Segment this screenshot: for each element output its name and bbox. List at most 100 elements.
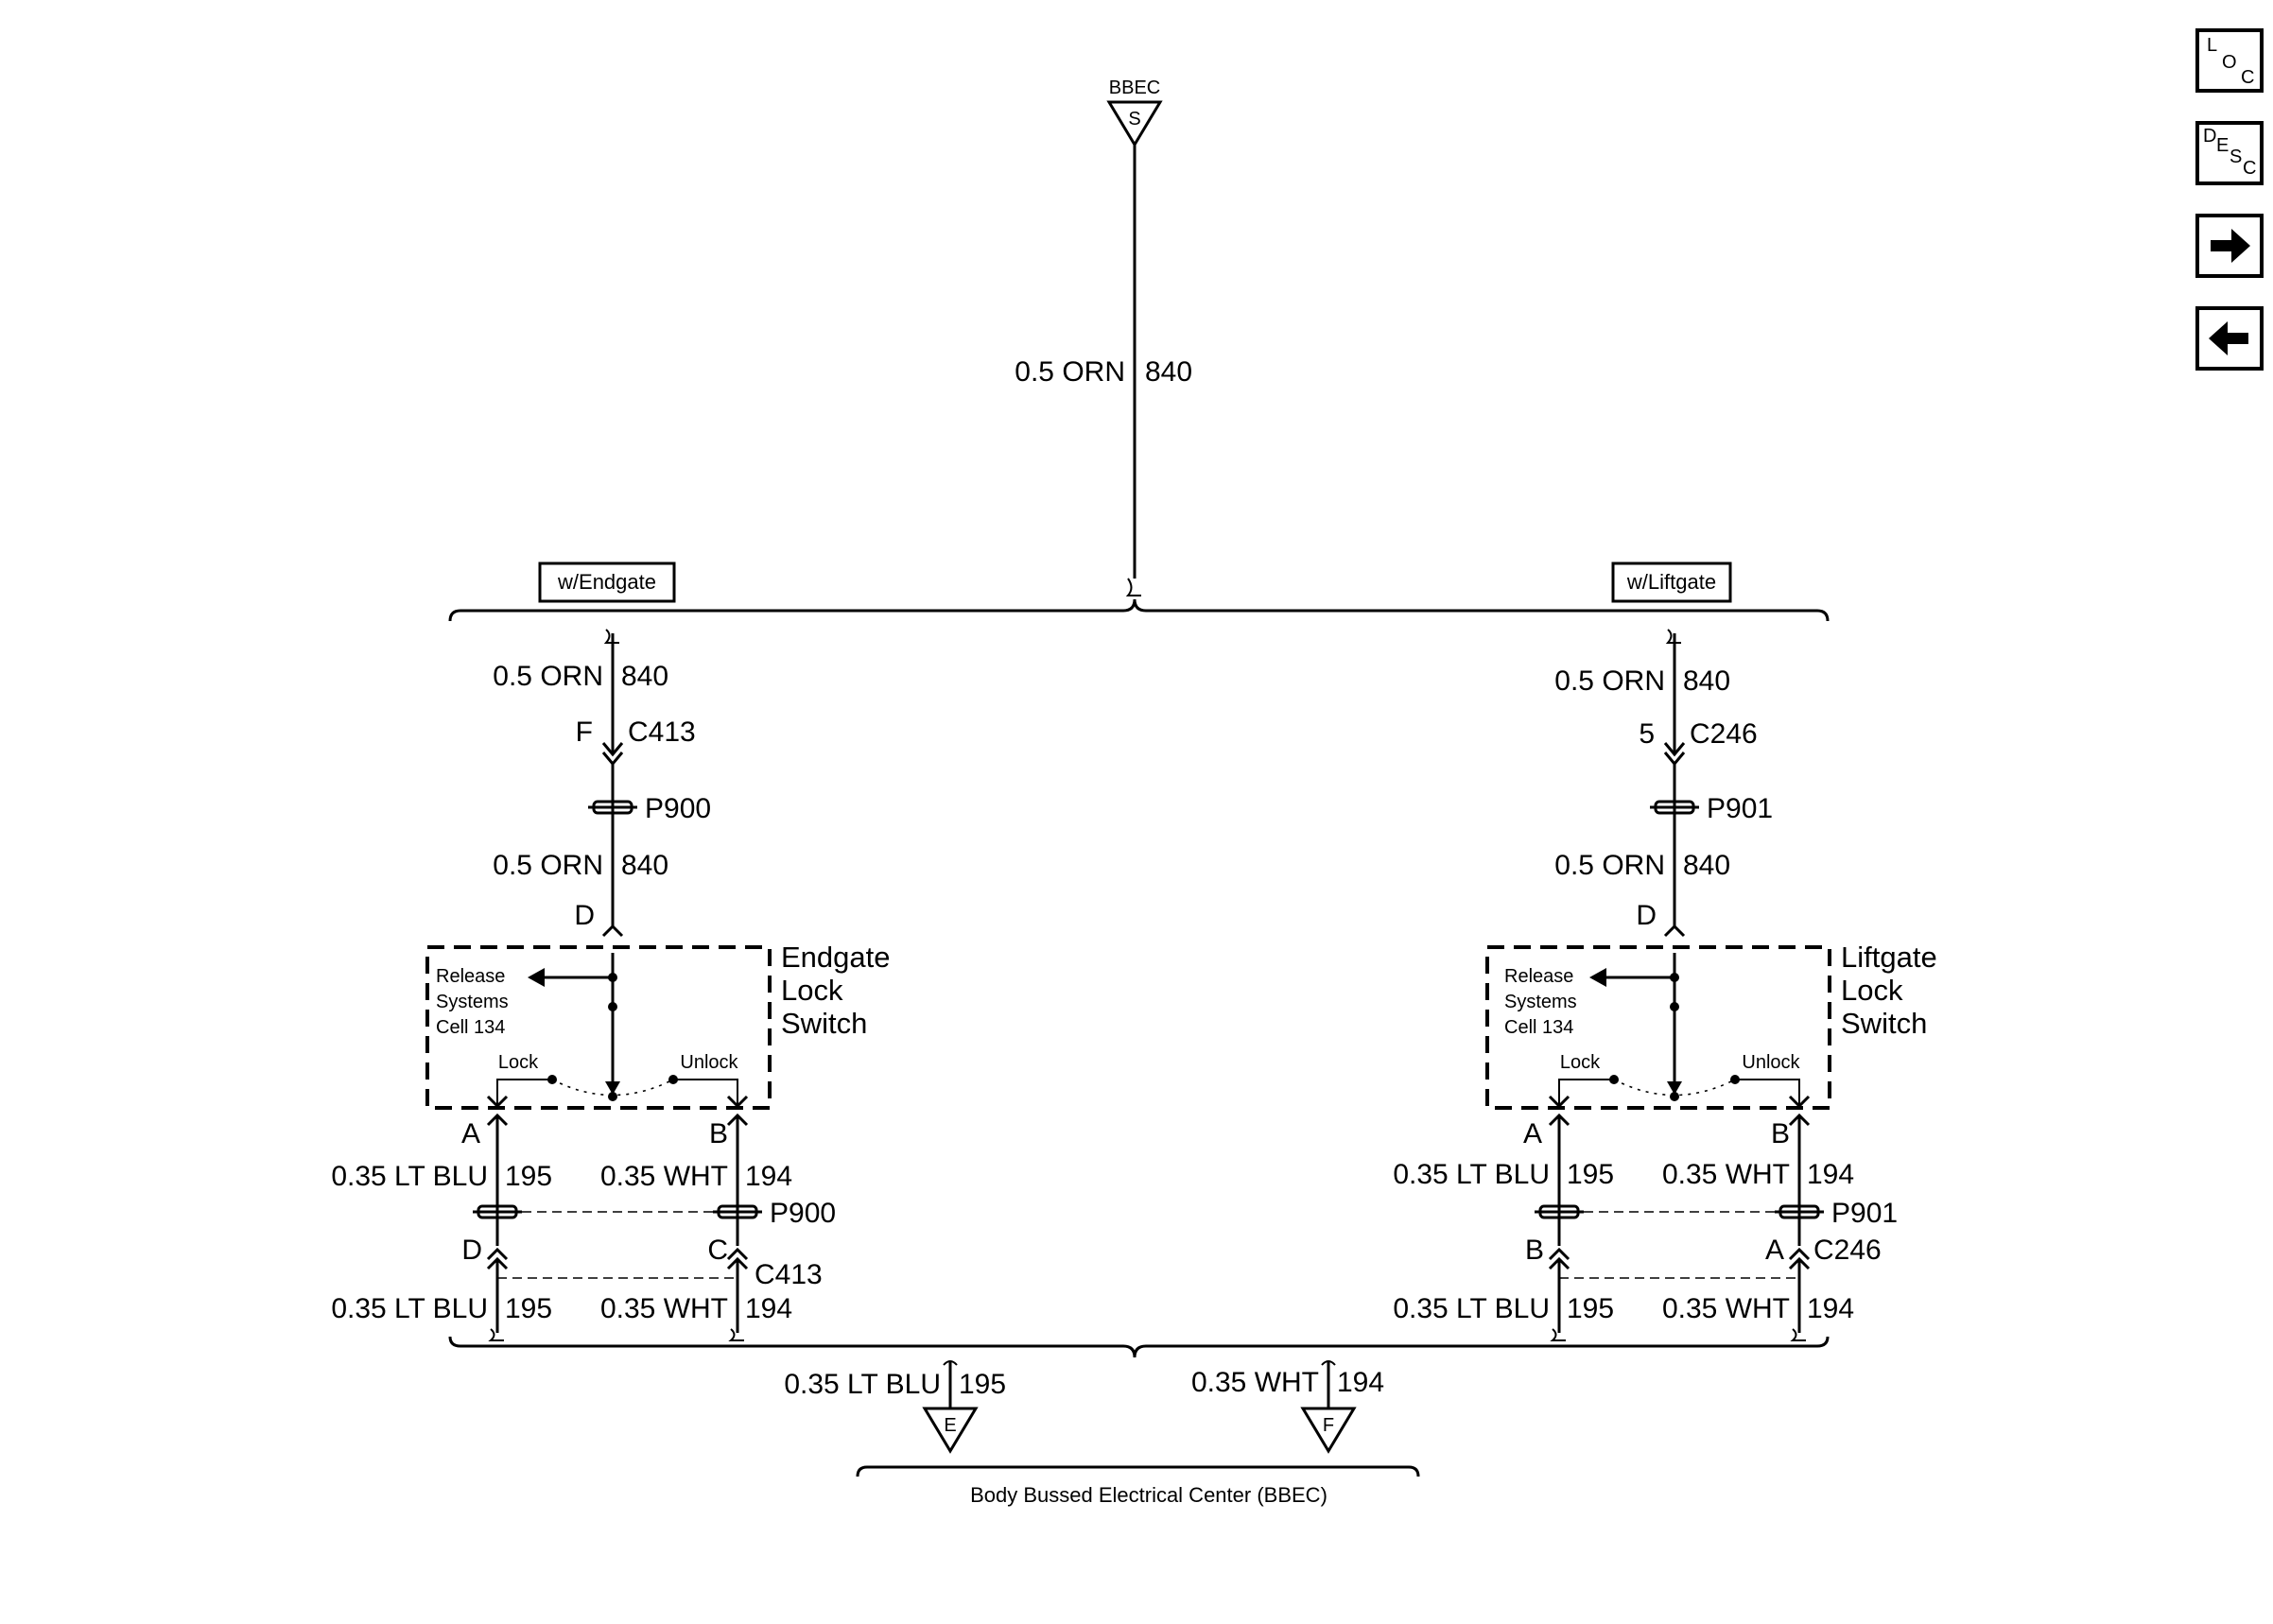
liftgate-circuit2: 840: [1683, 850, 1730, 881]
wire-break-icon: [1125, 578, 1141, 596]
liftgate-splice: P901: [1707, 793, 1773, 824]
switch-contact-arc: [1613, 1079, 1736, 1097]
source-terminal-icon: [1106, 100, 1163, 147]
liftgate-splice2: P901: [1831, 1198, 1898, 1229]
arrow-left-icon: [528, 968, 545, 987]
arrow-left-icon: [1589, 968, 1606, 987]
liftgate-conn2: C246: [1813, 1235, 1882, 1266]
arrow-left-icon: [2209, 321, 2248, 355]
endgate-branch: 0.5 ORN 840 F C413 P900 0.5 ORN 840 D En…: [331, 629, 891, 1341]
desc-letter-3: S: [2230, 147, 2243, 167]
liftgate-connector-pin: 5: [1639, 718, 1655, 750]
endgate-ref-3: Cell 134: [436, 1017, 505, 1038]
output-right-circuit: 194: [1337, 1367, 1384, 1398]
source-wire: 0.5 ORN: [1015, 356, 1125, 388]
liftgate-circuit1: 840: [1683, 665, 1730, 697]
endgate-connector-pin: F: [576, 717, 593, 748]
endgate-bot-circ-left: 195: [505, 1293, 552, 1324]
liftgate-switch-name-2: Lock: [1841, 974, 1903, 1007]
liftgate-out-pin-left: A: [1523, 1118, 1542, 1149]
endgate-conn2-pin-right: C: [707, 1235, 728, 1266]
source-circuit: 840: [1145, 356, 1192, 388]
output-left-circuit: 195: [959, 1369, 1006, 1400]
liftgate-out-pin-right: B: [1771, 1118, 1790, 1149]
liftgate-wire1: 0.5 ORN: [1554, 665, 1665, 697]
liftgate-ref-3: Cell 134: [1504, 1017, 1573, 1038]
liftgate-ref-2: Systems: [1504, 992, 1577, 1012]
component-label: Body Bussed Electrical Center (BBEC): [970, 1483, 1327, 1507]
endgate-switch-name-2: Lock: [781, 974, 843, 1007]
endgate-bot-wire-right: 0.35 WHT: [600, 1293, 728, 1324]
liftgate-bot-circ-left: 195: [1567, 1293, 1614, 1324]
endgate-splice2: P900: [770, 1198, 836, 1229]
liftgate-out-wire-left: 0.35 LT BLU: [1393, 1159, 1550, 1190]
endgate-out-circ-left: 195: [505, 1161, 552, 1192]
option-box-liftgate: [1611, 561, 1732, 603]
endgate-ref-1: Release: [436, 966, 505, 987]
option-endgate-label: w/Endgate: [557, 570, 656, 594]
terminal-e-icon: [922, 1407, 979, 1454]
loc-letter-2: O: [2222, 52, 2237, 73]
endgate-out-pin-left: A: [461, 1118, 480, 1149]
output-left-terminal: E: [944, 1415, 956, 1436]
endgate-bot-circ-right: 194: [745, 1293, 792, 1324]
endgate-conn2-pin-left: D: [461, 1235, 482, 1266]
switch-contact-arc: [551, 1079, 674, 1097]
loc-letter-3: C: [2241, 67, 2255, 88]
liftgate-connector: C246: [1690, 718, 1758, 750]
liftgate-bot-wire-right: 0.35 WHT: [1662, 1293, 1790, 1324]
liftgate-branch: 0.5 ORN 840 5 C246 P901 0.5 ORN 840 D Li…: [1393, 629, 1937, 1341]
liftgate-switch-pin: D: [1636, 900, 1657, 931]
option-bracket-top: [448, 598, 1830, 622]
endgate-out-circ-right: 194: [745, 1161, 792, 1192]
endgate-circuit1: 840: [621, 661, 668, 692]
endgate-out-wire-left: 0.35 LT BLU: [331, 1161, 488, 1192]
endgate-unlock-label: Unlock: [680, 1052, 738, 1073]
liftgate-ref-1: Release: [1504, 966, 1573, 987]
liftgate-out-wire-right: 0.35 WHT: [1662, 1159, 1790, 1190]
liftgate-switch-box: [1485, 945, 1831, 1110]
endgate-out-pin-right: B: [709, 1118, 728, 1149]
liftgate-bot-circ-right: 194: [1807, 1293, 1854, 1324]
source-terminal: S: [1128, 109, 1140, 130]
arrow-right-icon: [2211, 229, 2250, 263]
liftgate-wire2: 0.5 ORN: [1554, 850, 1665, 881]
output-right-wire: 0.35 WHT: [1191, 1367, 1319, 1398]
loc-button[interactable]: L O C: [2195, 28, 2264, 93]
liftgate-switch-name-1: Liftgate: [1841, 941, 1937, 974]
endgate-switch-name-1: Endgate: [781, 941, 891, 974]
endgate-bot-wire-left: 0.35 LT BLU: [331, 1293, 488, 1324]
option-box-endgate: [538, 561, 676, 603]
desc-letter-1: D: [2203, 126, 2217, 147]
endgate-wire1: 0.5 ORN: [493, 661, 603, 692]
desc-button[interactable]: D E S C: [2195, 121, 2264, 185]
source-label: BBEC: [1109, 78, 1160, 98]
forward-button[interactable]: [2195, 214, 2264, 278]
back-button[interactable]: [2195, 306, 2264, 371]
desc-letter-4: C: [2243, 158, 2257, 179]
endgate-lock-label: Lock: [498, 1052, 539, 1073]
liftgate-unlock-label: Unlock: [1742, 1052, 1800, 1073]
option-bracket-bottom: [448, 1336, 1830, 1358]
liftgate-switch-name-3: Switch: [1841, 1007, 1927, 1040]
liftgate-conn2-pin-right: A: [1765, 1235, 1784, 1266]
endgate-switch-pin: D: [574, 900, 595, 931]
output-left-wire: 0.35 LT BLU: [784, 1369, 941, 1400]
liftgate-out-circ-right: 194: [1807, 1159, 1854, 1190]
liftgate-conn2-pin-left: B: [1525, 1235, 1544, 1266]
endgate-connector: C413: [628, 717, 696, 748]
endgate-ref-2: Systems: [436, 992, 509, 1012]
component-bracket: [856, 1465, 1420, 1477]
liftgate-bot-wire-left: 0.35 LT BLU: [1393, 1293, 1550, 1324]
endgate-wire2: 0.5 ORN: [493, 850, 603, 881]
liftgate-out-circ-left: 195: [1567, 1159, 1614, 1190]
endgate-conn2: C413: [755, 1259, 823, 1290]
endgate-out-wire-right: 0.35 WHT: [600, 1161, 728, 1192]
option-liftgate-label: w/Liftgate: [1626, 570, 1716, 594]
endgate-switch-name-3: Switch: [781, 1007, 867, 1040]
output-right-terminal: F: [1323, 1415, 1334, 1436]
liftgate-lock-label: Lock: [1560, 1052, 1601, 1073]
desc-letter-2: E: [2216, 135, 2230, 156]
terminal-f-icon: [1300, 1407, 1357, 1454]
